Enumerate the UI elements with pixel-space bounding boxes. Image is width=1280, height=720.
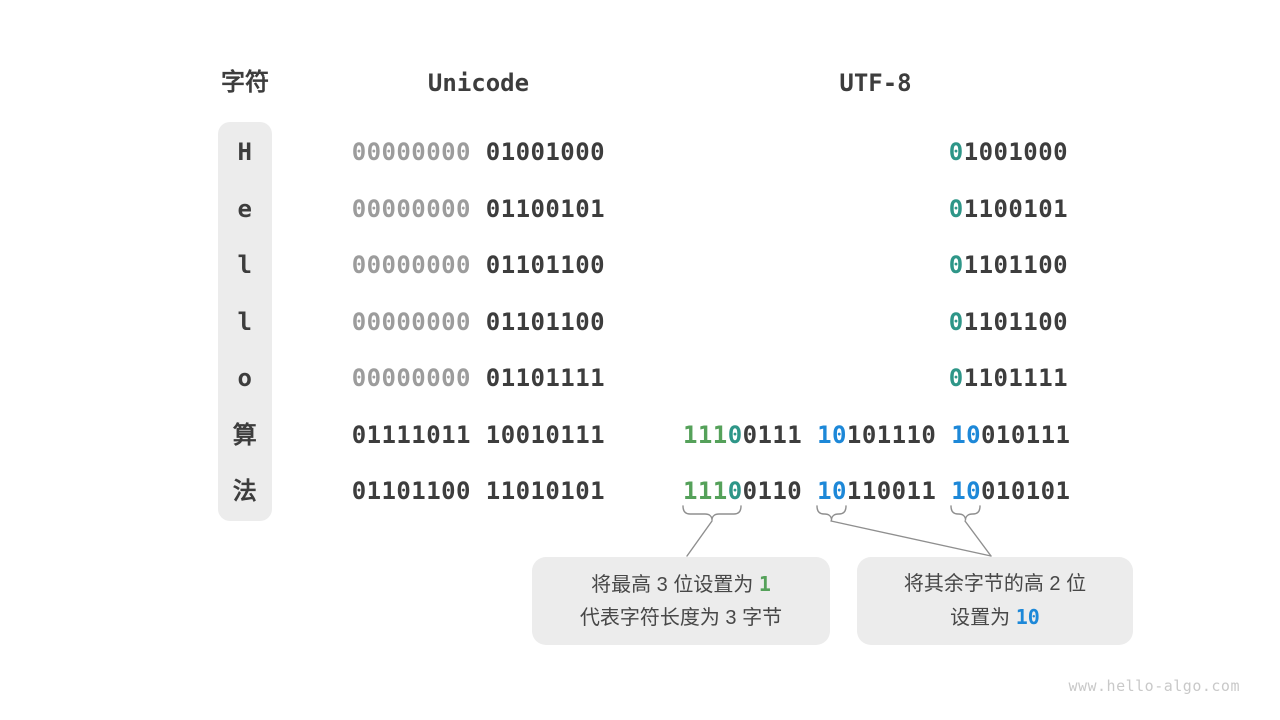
character-cell: o [237, 364, 253, 392]
bit-segment-dark: 110011 [846, 477, 952, 505]
bit-segment-gray: 00000000 [351, 307, 471, 336]
utf8-bits: 01001000 [683, 137, 1068, 167]
character-column-background [218, 122, 272, 521]
callout-text-line: 设置为 10 [950, 601, 1040, 635]
bit-segment-dark: 01001000 [470, 138, 605, 166]
bit-segment-dark: 01101111 [470, 364, 605, 392]
bit-segment-green: 111 [683, 477, 728, 505]
callout-connector-line-2 [964, 520, 992, 557]
bit-segment-dark: 1101111 [963, 364, 1068, 392]
bit-segment-teal: 0 [948, 307, 964, 336]
unicode-bits: 00000000 01001000 [300, 137, 605, 167]
bit-segment-gray: 00000000 [351, 194, 471, 223]
callout-connector-line-1 [830, 520, 992, 557]
callout-text-line: 将其余字节的高 2 位 [904, 568, 1086, 601]
unicode-bits: 00000000 01101100 [300, 307, 605, 337]
bit-segment-teal: 0 [948, 194, 964, 223]
bit-segment-blue: 10 [817, 420, 847, 449]
callout-text-line: 将最高 3 位设置为 1 [591, 568, 771, 602]
column-header-utf8: UTF-8 [839, 69, 912, 97]
bit-segment-dark2: 代表字符长度为 3 字节 [579, 606, 783, 629]
callout-text-line: 代表字符长度为 3 字节 [580, 602, 782, 635]
bit-segment-dark2: 设置为 [950, 606, 1016, 629]
bit-segment-dark2: 将最高 3 位设置为 [591, 573, 759, 596]
utf8-bits: 01101100 [683, 250, 1068, 280]
bit-segment-teal: 0 [727, 420, 743, 449]
bit-segment-teal: 0 [948, 138, 964, 166]
utf8-bits: 01100101 [683, 194, 1068, 224]
bit-segment-blue: 10 [951, 477, 982, 505]
column-header-unicode: Unicode [427, 69, 530, 97]
character-cell: l [237, 251, 253, 279]
bit-segment-dark: 0111 [742, 420, 818, 449]
bit-segment-dark: 01101100 11010101 [351, 477, 605, 505]
bit-segment-dark: 1101100 [963, 251, 1068, 279]
character-cell: 法 [232, 477, 258, 505]
bit-segment-dark2: 将其余字节的高 2 位 [903, 572, 1087, 595]
bit-segment-dark: 01111011 10010111 [351, 420, 605, 449]
bit-segment-teal: 0 [727, 477, 743, 505]
bit-segment-blue: 10 [951, 420, 982, 449]
bit-segment-gray: 00000000 [351, 364, 471, 392]
bit-segment-gray: 00000000 [351, 138, 471, 166]
utf8-bits: 01101100 [683, 307, 1068, 337]
bit-segment-green: 1 [758, 571, 771, 596]
utf8-bits: 01101111 [683, 363, 1068, 393]
bit-segment-blue: 10 [1015, 604, 1040, 629]
bit-segment-dark: 1100101 [963, 194, 1068, 223]
bit-segment-gray: 00000000 [351, 251, 471, 279]
bit-segment-dark: 1001000 [963, 138, 1068, 166]
character-cell: e [237, 194, 253, 223]
callout-continuation-bits: 将其余字节的高 2 位设置为 10 [857, 557, 1133, 645]
unicode-bits: 01101100 11010101 [300, 476, 605, 506]
bit-segment-dark: 010101 [981, 477, 1071, 505]
bit-segment-dark: 010111 [981, 420, 1071, 449]
callout-high-bits: 将最高 3 位设置为 1 代表字符长度为 3 字节 [532, 557, 830, 645]
utf8-bits: 11100111 10101110 10010111 [683, 420, 1071, 450]
unicode-bits: 01111011 10010111 [300, 420, 605, 450]
bit-segment-teal: 0 [948, 364, 964, 392]
underbrace-0 [682, 505, 742, 521]
bit-segment-blue: 10 [817, 477, 847, 505]
bit-segment-dark: 01101100 [470, 251, 605, 279]
bit-segment-dark: 101110 [846, 420, 952, 449]
bit-segment-dark: 01101100 [470, 307, 605, 336]
bit-segment-dark: 1101100 [963, 307, 1068, 336]
watermark: www.hello-algo.com [1068, 677, 1240, 695]
underbrace-2 [950, 505, 981, 521]
bit-segment-teal: 0 [948, 251, 964, 279]
column-header-char: 字符 [221, 69, 269, 96]
underbrace-1 [816, 505, 847, 521]
unicode-bits: 00000000 01101111 [300, 363, 605, 393]
character-cell: 算 [232, 420, 258, 449]
bit-segment-dark: 0110 [742, 477, 818, 505]
unicode-bits: 00000000 01100101 [300, 194, 605, 224]
character-cell: H [237, 138, 253, 166]
bit-segment-dark: 01100101 [470, 194, 605, 223]
bit-segment-green: 111 [683, 420, 728, 449]
callout-connector-line-0 [686, 520, 713, 557]
unicode-bits: 00000000 01101100 [300, 250, 605, 280]
character-cell: l [237, 307, 253, 336]
utf8-bits: 11100110 10110011 10010101 [683, 476, 1071, 506]
